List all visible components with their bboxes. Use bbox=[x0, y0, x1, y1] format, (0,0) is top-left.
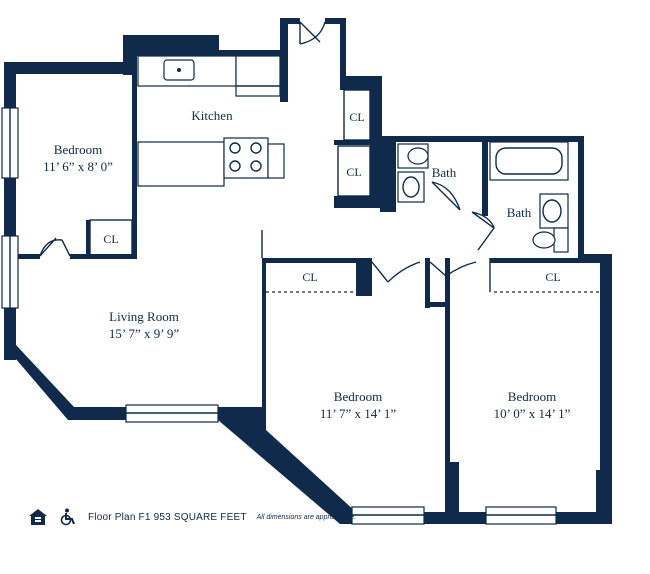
bath-b-name: Bath bbox=[507, 205, 532, 220]
doors bbox=[39, 21, 495, 283]
closet-label-bedroom-a: CL bbox=[103, 232, 118, 246]
stove-side-counter bbox=[267, 143, 285, 179]
bedroom-a-dims: 11’ 6” x 8’ 0” bbox=[43, 159, 113, 174]
wall-bedroom-c-top bbox=[490, 258, 605, 263]
wall-closet-a-left bbox=[86, 220, 90, 258]
toilet-b-icon bbox=[532, 231, 556, 249]
kitchen-fixtures bbox=[137, 55, 285, 187]
bedroom-c-dims: 10’ 0” x 14’ 1” bbox=[494, 406, 571, 421]
wheelchair-accessible-icon bbox=[60, 508, 75, 526]
room-labels: Bedroom 11’ 6” x 8’ 0” Kitchen Living Ro… bbox=[43, 108, 571, 421]
equal-housing-icon bbox=[29, 509, 47, 525]
wall-bedroom-a-bottom-left bbox=[16, 254, 40, 259]
closet-label-bedroom-b: CL bbox=[302, 270, 317, 284]
wall-diag-right bbox=[218, 407, 356, 524]
windows bbox=[1, 107, 557, 525]
wall-bath-divider bbox=[482, 136, 488, 216]
plan-title: Floor Plan F1 953 SQUARE FEET bbox=[88, 511, 247, 523]
wall-top-left bbox=[4, 62, 136, 74]
wall-kitchen-top bbox=[136, 50, 286, 56]
door-bedroom-b bbox=[371, 261, 421, 283]
wall-bedroom-c-post bbox=[425, 258, 430, 308]
bedroom-c-name: Bedroom bbox=[508, 389, 556, 404]
wall-closet-right bbox=[370, 76, 382, 208]
closet-label-bedroom-c: CL bbox=[545, 270, 560, 284]
wall-bedroom-divider-bottom bbox=[445, 462, 459, 522]
sink-b-icon bbox=[539, 193, 569, 229]
living-room-name: Living Room bbox=[109, 309, 179, 324]
wall-bedroom-divider bbox=[445, 258, 450, 468]
wall-bedroom-b-top bbox=[262, 258, 372, 263]
plan-note: All dimensions are approximate. bbox=[256, 513, 357, 521]
interior-lines bbox=[89, 89, 604, 293]
wall-bath-left bbox=[380, 136, 396, 212]
wall-bedroom-b-post bbox=[356, 258, 372, 296]
closet-a-box bbox=[89, 219, 133, 257]
toilet-a-icon bbox=[407, 147, 429, 165]
wall-entry-right bbox=[340, 18, 346, 80]
closet-label-kitchen-1: CL bbox=[349, 110, 364, 124]
bedroom-b-name: Bedroom bbox=[334, 389, 382, 404]
wall-entry-left bbox=[280, 18, 288, 102]
living-room-dims: 15’ 7” x 9’ 9” bbox=[109, 326, 179, 341]
kitchen-name: Kitchen bbox=[191, 108, 233, 123]
bedroom-b-dims: 11’ 7” x 14’ 1” bbox=[320, 406, 397, 421]
closet-label-kitchen-2: CL bbox=[346, 165, 361, 179]
wall-closet-bottom bbox=[334, 196, 382, 208]
stove-icon bbox=[223, 137, 269, 179]
toilet-b-tank bbox=[553, 227, 569, 253]
wall-bottom-right bbox=[596, 470, 612, 524]
bedroom-a-name: Bedroom bbox=[54, 142, 102, 157]
wall-right bbox=[600, 258, 612, 522]
door-bath-b bbox=[471, 211, 495, 251]
wall-bath-right bbox=[578, 136, 584, 260]
closet-labels: CL CL CL CL CL bbox=[103, 110, 560, 284]
wall-right-top bbox=[582, 254, 612, 260]
door-bath-a bbox=[431, 181, 461, 211]
closet-kitchen-2-box bbox=[337, 145, 371, 197]
bath-a-name: Bath bbox=[432, 165, 457, 180]
plan-footer: Floor Plan F1 953 SQUARE FEET All dimens… bbox=[28, 507, 356, 527]
bath-fixtures bbox=[397, 141, 569, 253]
wall-entry-top-right bbox=[325, 18, 345, 24]
wall-living-bottom-left bbox=[68, 407, 128, 420]
door-bedroom-c bbox=[429, 261, 477, 277]
wall-left bbox=[4, 62, 16, 360]
refrigerator-icon bbox=[235, 55, 281, 97]
wall-bedroom-a-right bbox=[132, 62, 137, 258]
wall-bedroom-b-left bbox=[262, 258, 266, 433]
wall-closet-mid bbox=[334, 140, 374, 145]
closet-kitchen-1-box bbox=[343, 89, 371, 141]
wall-bedroom-c-step bbox=[428, 302, 450, 307]
wall-diag-left bbox=[4, 345, 74, 420]
wall-entry-top-left bbox=[280, 18, 300, 24]
kitchen-counter-island bbox=[137, 141, 225, 187]
wall-bath-top bbox=[380, 136, 582, 142]
door-bedroom-a bbox=[39, 237, 71, 257]
entry-door bbox=[299, 21, 326, 45]
